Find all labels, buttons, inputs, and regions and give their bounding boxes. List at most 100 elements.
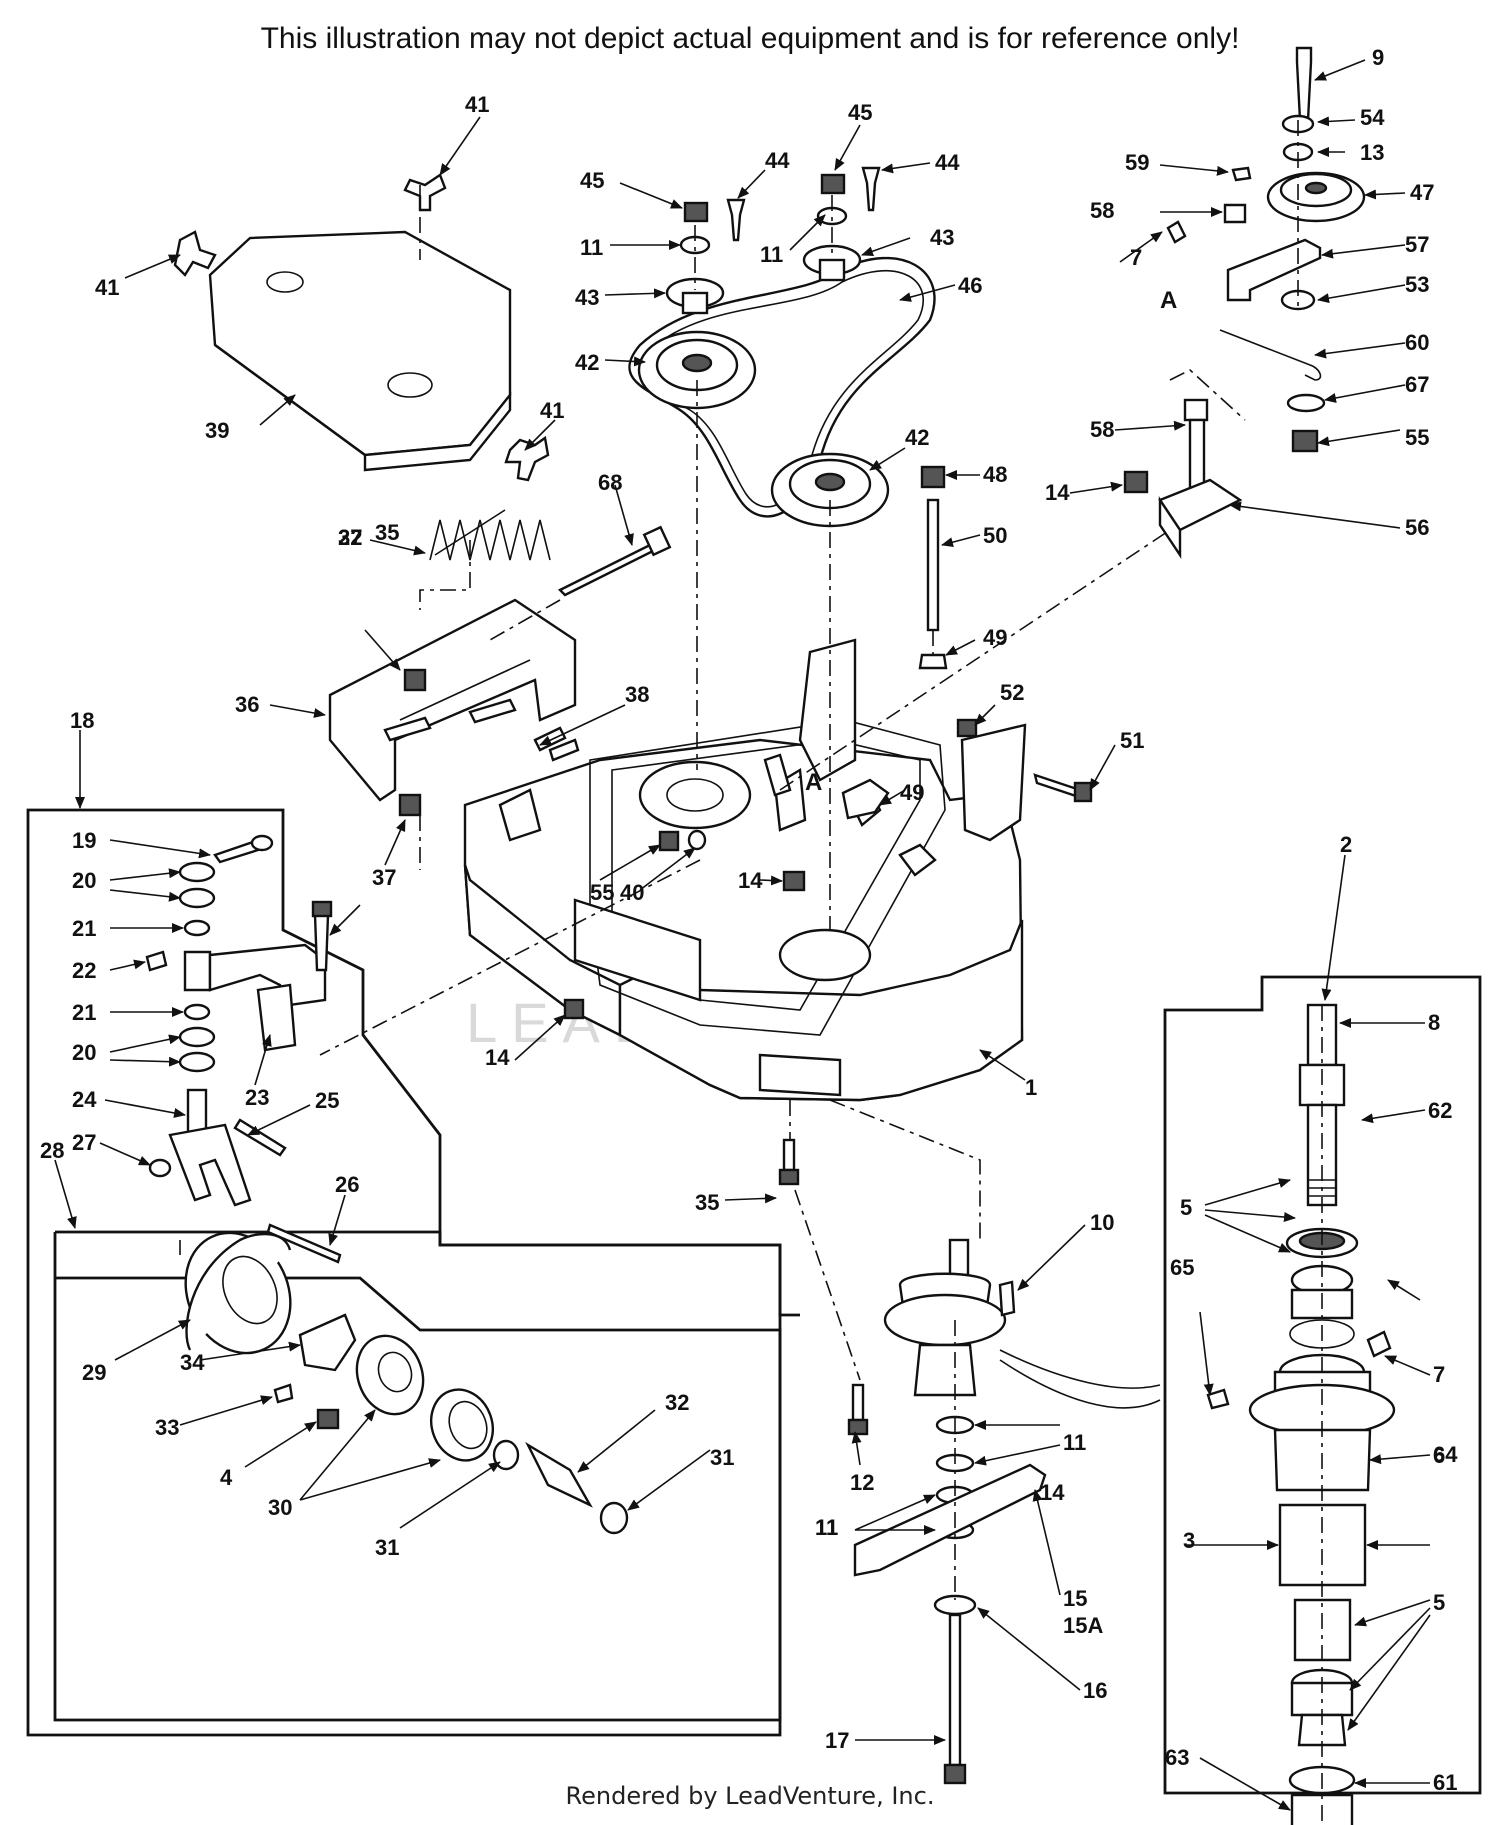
callout-label: 5 [1180, 1195, 1192, 1220]
callout-label: 2 [1340, 832, 1352, 857]
callout-label: 27 [72, 1130, 96, 1155]
callout-label: 31 [710, 1445, 734, 1470]
callout-label: 18 [70, 708, 94, 733]
detail-box-28 [55, 1230, 800, 1317]
callout-label: 40 [620, 880, 644, 905]
callout-label: 11 [580, 235, 603, 260]
callout-label: 63 [1165, 1745, 1189, 1770]
callout-label: 43 [575, 285, 599, 310]
callout-label: 17 [825, 1728, 849, 1753]
callout-label: 28 [40, 1138, 64, 1163]
callout-label: 46 [958, 273, 982, 298]
callout-label: 49 [900, 780, 924, 805]
callout-label: 1 [1025, 1075, 1037, 1100]
spindle-exploded-detail [1206, 1003, 1396, 1825]
footer-credit: Rendered by LeadVenture, Inc. [565, 1782, 935, 1810]
callout-label: 45 [580, 168, 604, 193]
callout-label: 47 [1410, 180, 1434, 205]
view-marker-a: A [1160, 287, 1177, 314]
assembly-centerlines [179, 120, 1323, 1825]
callout-label: 11 [815, 1515, 838, 1540]
callout-label: 37 [372, 865, 396, 890]
callout-label: 68 [598, 470, 622, 495]
callout-label: 44 [765, 148, 790, 173]
callout-labels: 1 2 3 4 5 5 6 7 7 8 9 10 11 11 11 11 11 … [40, 45, 1458, 1795]
callout-label: 32 [665, 1390, 689, 1415]
callout-label: 23 [245, 1085, 269, 1110]
callout-label: 45 [848, 100, 872, 125]
callout-label: 55 [1405, 425, 1429, 450]
callout-label: 12 [850, 1470, 874, 1495]
callout-label: 22 [72, 958, 96, 983]
callout-label: 26 [335, 1172, 359, 1197]
callout-label: 14 [485, 1045, 510, 1070]
callout-label: 7 [1433, 1362, 1445, 1387]
callout-label: 35 [375, 520, 399, 545]
callout-label: 3 [1183, 1528, 1195, 1553]
callout-label: 29 [82, 1360, 106, 1385]
callout-label: 22 [338, 525, 362, 550]
gauge-wheel-arm-detail [145, 834, 342, 1264]
callout-label: 14 [1045, 480, 1070, 505]
callout-label: 42 [905, 425, 929, 450]
callout-label: 11 [760, 242, 783, 267]
callout-label: 15A [1063, 1613, 1103, 1638]
callout-label: 21 [72, 916, 96, 941]
callout-label: 36 [235, 692, 259, 717]
callout-label: 14 [1040, 1480, 1065, 1505]
callout-label: 56 [1405, 515, 1429, 540]
callout-label: 53 [1405, 272, 1429, 297]
rod-68 [557, 525, 672, 597]
callout-label: 8 [1428, 1010, 1440, 1035]
callout-label: 44 [935, 150, 960, 175]
callout-label: 39 [205, 418, 229, 443]
callout-label: 14 [738, 868, 763, 893]
detail-box-18 [26, 808, 782, 1737]
callout-label: 4 [220, 1465, 233, 1490]
callout-label: 38 [625, 682, 649, 707]
callout-label: 55 [590, 880, 614, 905]
callout-label: 25 [315, 1088, 339, 1113]
callout-label: 57 [1405, 232, 1429, 257]
callout-label: 19 [72, 828, 96, 853]
callout-label: 48 [983, 462, 1007, 487]
callout-label: 9 [1372, 45, 1384, 70]
callout-label: 41 [465, 92, 489, 117]
callout-label: 11 [815, 1515, 838, 1540]
spring-22 [429, 509, 551, 561]
callout-label: 34 [180, 1350, 205, 1375]
callout-label: 10 [1090, 1210, 1114, 1235]
pulley-hub-hardware [665, 166, 881, 315]
callout-label: 11 [1063, 1430, 1086, 1455]
callout-label: 42 [575, 350, 599, 375]
callout-label: 15 [1063, 1586, 1087, 1611]
callout-label: 41 [540, 398, 564, 423]
cover-plate-39 [173, 173, 550, 482]
drive-belt-and-pulleys [628, 256, 936, 528]
callout-label: 35 [695, 1190, 719, 1215]
callout-label: 24 [72, 1087, 97, 1112]
callout-label: 51 [1120, 728, 1144, 753]
view-marker-a-deck: A [805, 769, 822, 796]
disclaimer-text: This illustration may not depict actual … [260, 22, 1240, 55]
callout-label: 49 [983, 625, 1007, 650]
callout-label: 37 [338, 525, 362, 550]
callout-label: 41 [95, 275, 119, 300]
callout-label: 59 [1125, 150, 1149, 175]
callout-label: 60 [1405, 330, 1429, 355]
callout-label: 31 [375, 1535, 399, 1560]
callout-label: 65 [1170, 1255, 1194, 1280]
callout-label: 20 [72, 868, 96, 893]
mower-deck-housing [463, 638, 1027, 1102]
callout-label: 16 [1083, 1678, 1107, 1703]
callout-label: 61 [1433, 1770, 1457, 1795]
callout-label: 58 [1090, 198, 1114, 223]
detail-box-2 [1163, 975, 1482, 1795]
callout-label: 58 [1090, 417, 1114, 442]
callout-label: 6 [1433, 1443, 1445, 1468]
callout-label: 50 [983, 523, 1007, 548]
callout-label: 62 [1428, 1098, 1452, 1123]
callout-label: 13 [1360, 140, 1384, 165]
